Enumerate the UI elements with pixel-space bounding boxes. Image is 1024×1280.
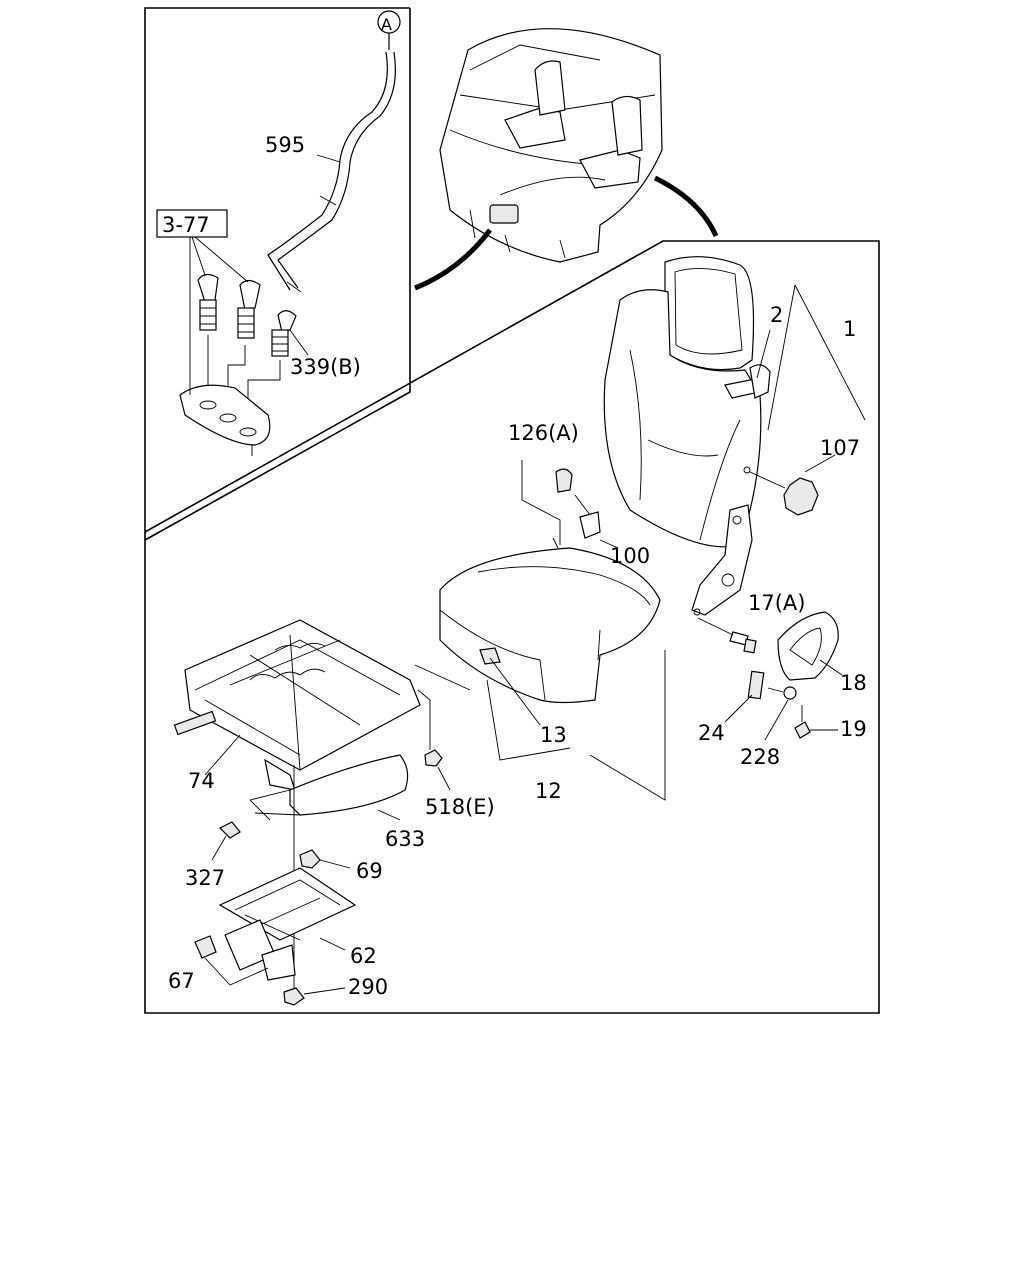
diagram-frame: [144, 7, 880, 1014]
label-74: 74: [188, 769, 215, 793]
label-ref-a: A: [381, 15, 392, 34]
label-13: 13: [540, 723, 567, 747]
label-62: 62: [350, 944, 377, 968]
label-327: 327: [185, 866, 225, 890]
cover-633: [249, 754, 409, 821]
label-18: 18: [840, 671, 867, 695]
label-12: 12: [535, 779, 562, 803]
side-cover-parts: [697, 611, 843, 741]
label-69: 69: [356, 859, 383, 883]
label-2: 2: [770, 303, 783, 327]
label-24: 24: [698, 721, 725, 745]
label-107: 107: [820, 436, 860, 460]
label-290: 290: [348, 975, 388, 999]
label-595: 595: [265, 133, 305, 157]
label-228: 228: [740, 745, 780, 769]
label-19: 19: [840, 717, 867, 741]
lower-bracket: [194, 765, 357, 1006]
label-633: 633: [385, 827, 425, 851]
seat-back: [603, 256, 866, 616]
hose-inset: [156, 10, 401, 456]
part-labels: A 595 3-77 339(B) 2 1 107 126(A) 100 17(…: [162, 15, 867, 999]
label-1: 1: [843, 317, 856, 341]
seat-cushion: [439, 460, 666, 801]
label-518e: 518(E): [425, 795, 495, 819]
label-3-77: 3-77: [162, 213, 210, 237]
label-67: 67: [168, 969, 195, 993]
label-126a: 126(A): [508, 421, 579, 445]
cab-illustration: [414, 28, 719, 291]
label-17a: 17(A): [748, 591, 805, 615]
seat-rail-frame: [173, 619, 471, 791]
label-339b: 339(B): [290, 355, 361, 379]
label-100: 100: [610, 544, 650, 568]
